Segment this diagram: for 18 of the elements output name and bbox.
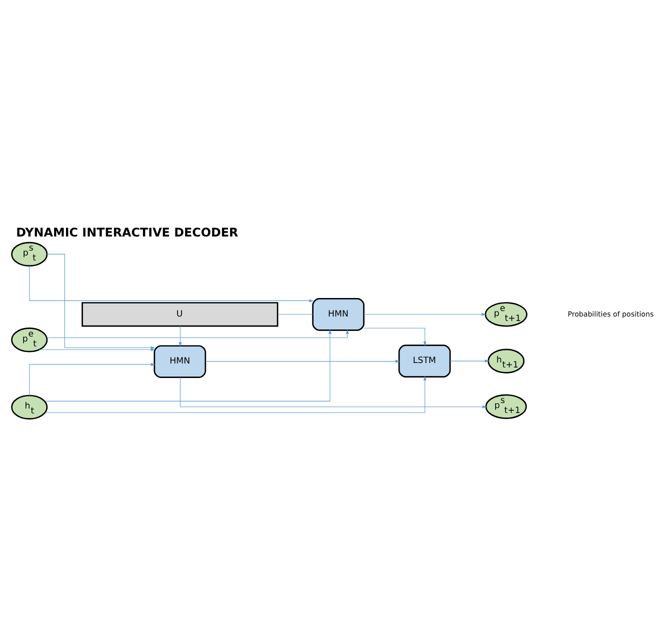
arrow <box>38 348 156 351</box>
arrow <box>205 359 400 362</box>
diagram-title: DYNAMIC INTERACTIVE DECODER <box>16 224 238 239</box>
arrow <box>450 359 490 362</box>
node-box: LSTM <box>398 344 451 377</box>
arrow <box>180 376 487 408</box>
arrow <box>364 312 486 316</box>
arrow <box>178 325 182 346</box>
arrow <box>29 265 314 302</box>
node-box: HMN <box>312 298 364 330</box>
arrow <box>46 329 349 338</box>
arrow <box>44 329 332 401</box>
arrow <box>364 327 426 346</box>
node-box: HMN <box>154 344 206 378</box>
arrow <box>46 253 156 349</box>
node-box: U <box>82 302 278 326</box>
arrow <box>44 375 426 412</box>
arrow <box>29 362 156 396</box>
